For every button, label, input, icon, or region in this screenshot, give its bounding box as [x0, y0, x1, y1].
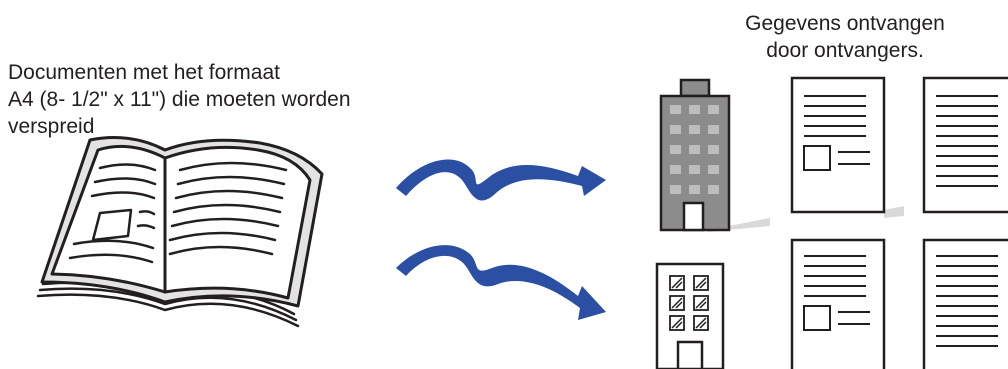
- arrow-icon: [396, 245, 606, 320]
- source-caption-line-3: verspreid: [8, 115, 95, 138]
- office-building-icon: [659, 78, 770, 232]
- apartment-building-icon: [655, 262, 725, 369]
- source-caption-line-1: Documenten met het formaat: [8, 61, 280, 84]
- document-icon: [922, 76, 1008, 214]
- source-caption-line-2: A4 (8- 1/2" x 11") die moeten worden: [8, 88, 351, 111]
- document-icon: [790, 238, 886, 369]
- recipients-caption: Gegevens ontvangen door ontvangers.: [715, 10, 975, 64]
- document-icon: [790, 76, 904, 218]
- open-book-icon: [36, 136, 324, 328]
- recipients-caption-line-2: door ontvangers.: [766, 39, 924, 62]
- document-icon: [922, 238, 1008, 369]
- arrow-icon: [396, 159, 606, 201]
- recipients-caption-line-1: Gegevens ontvangen: [745, 12, 945, 35]
- source-document-caption: Documenten met het formaat A4 (8- 1/2" x…: [8, 59, 408, 140]
